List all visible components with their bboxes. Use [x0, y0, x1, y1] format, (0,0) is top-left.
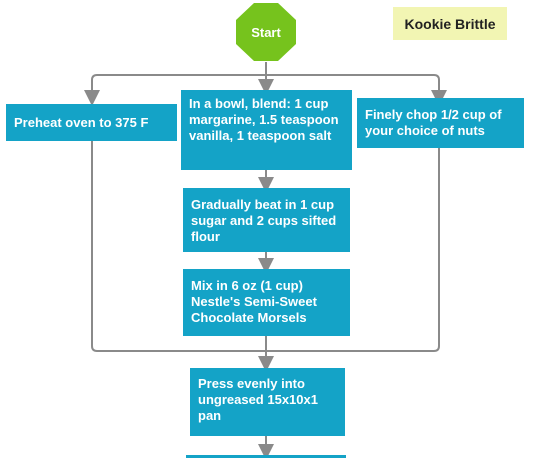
start-node[interactable]: Start: [234, 2, 298, 62]
title-note[interactable]: Kookie Brittle: [393, 7, 507, 40]
step-chop-nuts[interactable]: Finely chop 1/2 cup of your choice of nu…: [357, 98, 524, 148]
step-blend[interactable]: In a bowl, blend: 1 cup margarine, 1.5 t…: [181, 90, 352, 170]
step-mix-chocolate[interactable]: Mix in 6 oz (1 cup) Nestle's Semi-Sweet …: [183, 269, 350, 336]
step-next-partial[interactable]: [186, 455, 346, 458]
step-preheat[interactable]: Preheat oven to 375 F: [6, 104, 177, 141]
step-press-pan[interactable]: Press evenly into ungreased 15x10x1 pan: [190, 368, 345, 436]
start-octagon-shape: [236, 3, 296, 61]
start-label: Start: [251, 24, 281, 40]
step-beat[interactable]: Gradually beat in 1 cup sugar and 2 cups…: [183, 188, 350, 252]
